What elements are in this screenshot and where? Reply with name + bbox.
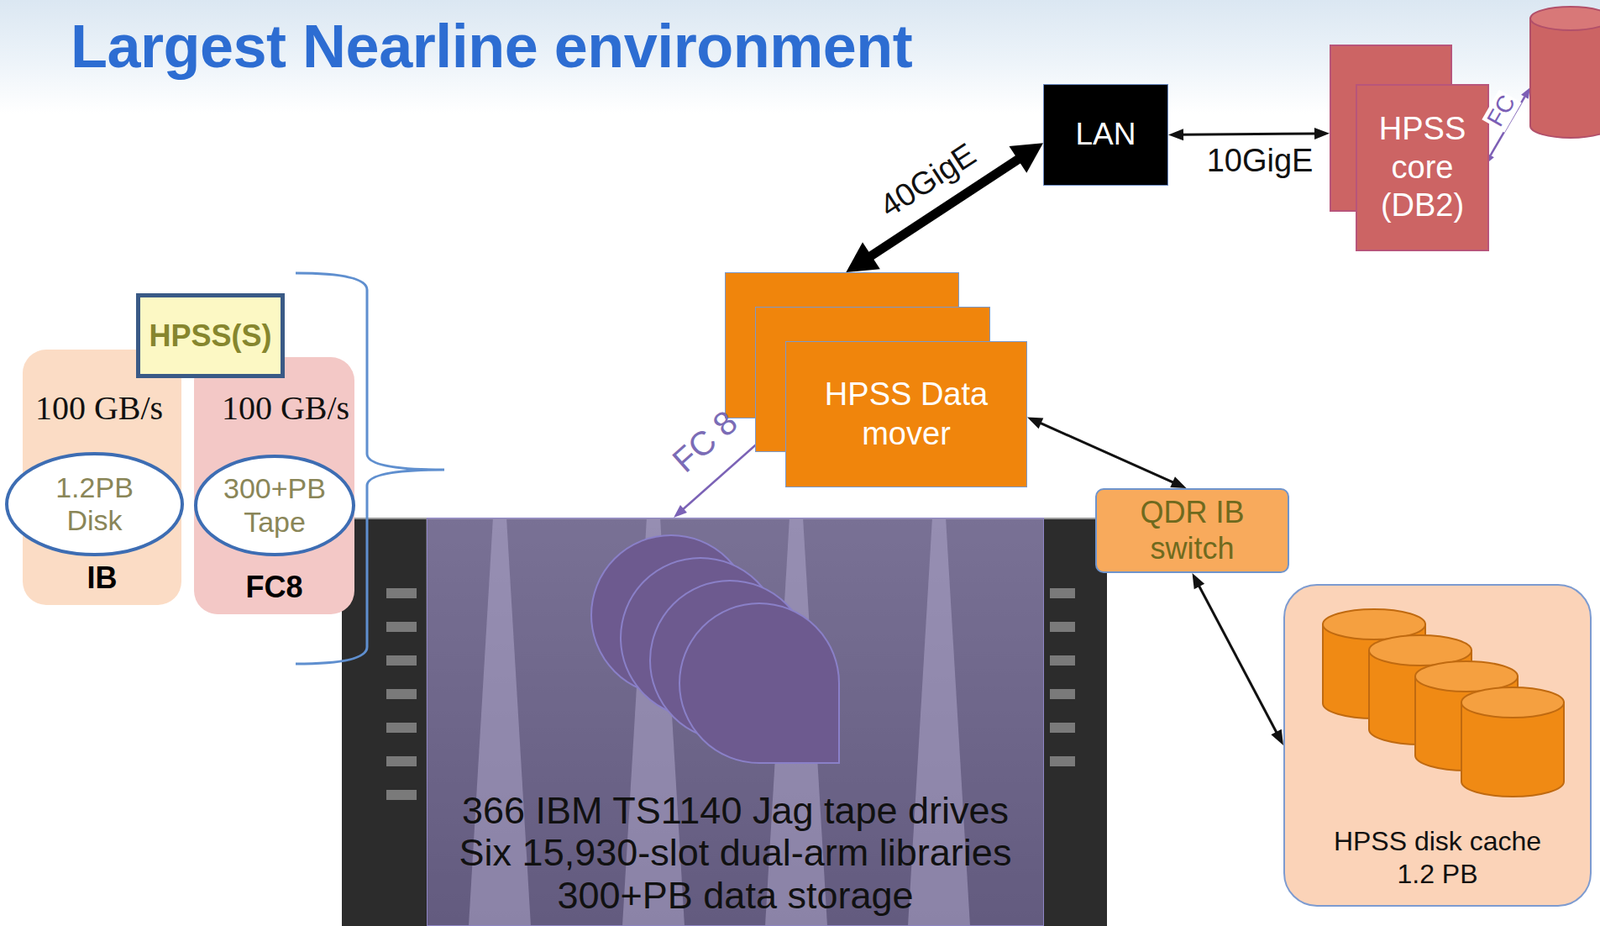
connector xyxy=(1027,416,1187,488)
node-label: FC8 xyxy=(245,569,303,604)
drive-slot xyxy=(386,755,417,766)
node-label: QDR IB switch xyxy=(1103,494,1281,567)
network-region: IB 1.2PB Disk xyxy=(22,349,182,605)
drive-slot xyxy=(386,688,417,699)
node-label: 366 IBM TS1140 Jag tape drives xyxy=(461,789,1009,832)
connector-line xyxy=(1038,422,1176,483)
drive-slot xyxy=(386,789,417,800)
server-stack: HPSS Data mover xyxy=(724,272,1021,488)
database-cylinder xyxy=(1530,6,1600,138)
arrow-head xyxy=(1192,572,1206,589)
node-label: HPSS(S) xyxy=(148,318,272,353)
drive-slot xyxy=(386,655,417,666)
drive-slot xyxy=(1049,587,1076,599)
cylinder-top xyxy=(1530,6,1600,31)
network-box: LAN xyxy=(1043,83,1169,186)
drive-slot xyxy=(386,587,417,599)
drive-slot xyxy=(1049,688,1076,699)
library-end-panel xyxy=(341,517,426,926)
ellipse-shape xyxy=(195,456,354,555)
library-cabinet xyxy=(341,517,1107,926)
arrow-head xyxy=(845,241,881,273)
node-label: HPSS Data mover xyxy=(794,374,1018,455)
node-label: 1.2 PB xyxy=(1396,857,1478,890)
node-label: Six 15,930-slot dual-arm libraries xyxy=(459,831,1013,874)
disk-cache-box: HPSS disk cache1.2 PB xyxy=(1283,583,1592,907)
arrow-head xyxy=(673,504,688,518)
front-panel: HPSS Data mover xyxy=(785,340,1028,488)
storage-ellipse: 1.2PB Disk xyxy=(5,451,184,557)
connector-line xyxy=(1198,584,1278,735)
arrow-head xyxy=(1521,87,1531,100)
cylinder-top xyxy=(1461,687,1564,718)
arrow-head xyxy=(1027,416,1044,429)
node-label: HPSS disk cache xyxy=(1333,824,1542,857)
drive-slot xyxy=(386,621,417,632)
node-label: IB xyxy=(87,560,118,595)
drive-slot xyxy=(1049,621,1076,632)
arrow-head xyxy=(1169,476,1186,488)
node-label: HPSS core (DB2) xyxy=(1363,110,1481,226)
arrow-head xyxy=(1008,142,1044,174)
drive-slot xyxy=(1049,755,1076,766)
switch-box: QDR IB switch xyxy=(1095,487,1290,573)
server-stack: HPSS core (DB2) xyxy=(1329,44,1483,252)
node-label: 300+PB Tape xyxy=(220,472,330,538)
connector-label: 100 GB/s xyxy=(32,389,166,427)
tape-library-overlay: 366 IBM TS1140 Jag tape drivesSix 15,930… xyxy=(426,517,1044,926)
drive-slot xyxy=(1049,722,1076,733)
tape-library-photo xyxy=(341,517,1107,926)
library-end-panel xyxy=(1043,517,1107,926)
connector-label: 100 GB/s xyxy=(219,389,352,427)
drive-slot xyxy=(386,722,417,733)
arrow-head xyxy=(1270,729,1284,745)
ellipse-shape xyxy=(6,453,183,555)
connector-label: 40GigE xyxy=(873,136,982,225)
drive-slot xyxy=(1049,655,1076,666)
connector xyxy=(1192,572,1285,745)
node-label: 1.2PB Disk xyxy=(40,471,150,537)
cylinder-body xyxy=(1530,18,1600,138)
storage-ellipse: 300+PB Tape xyxy=(194,454,356,557)
node-label: 300+PB data storage xyxy=(556,874,913,917)
arrow-head xyxy=(1168,128,1184,141)
connector-label: 10GigE xyxy=(1206,143,1314,179)
front-panel: HPSS core (DB2) xyxy=(1355,83,1490,252)
diagram-title: Largest Nearline environment xyxy=(70,12,913,80)
connector xyxy=(1168,127,1330,141)
tape-reel xyxy=(679,603,840,763)
server-box: HPSS(S) xyxy=(136,293,285,378)
arrow-head xyxy=(1314,127,1330,140)
connector-line xyxy=(1180,133,1317,135)
node-label: LAN xyxy=(1075,116,1137,153)
